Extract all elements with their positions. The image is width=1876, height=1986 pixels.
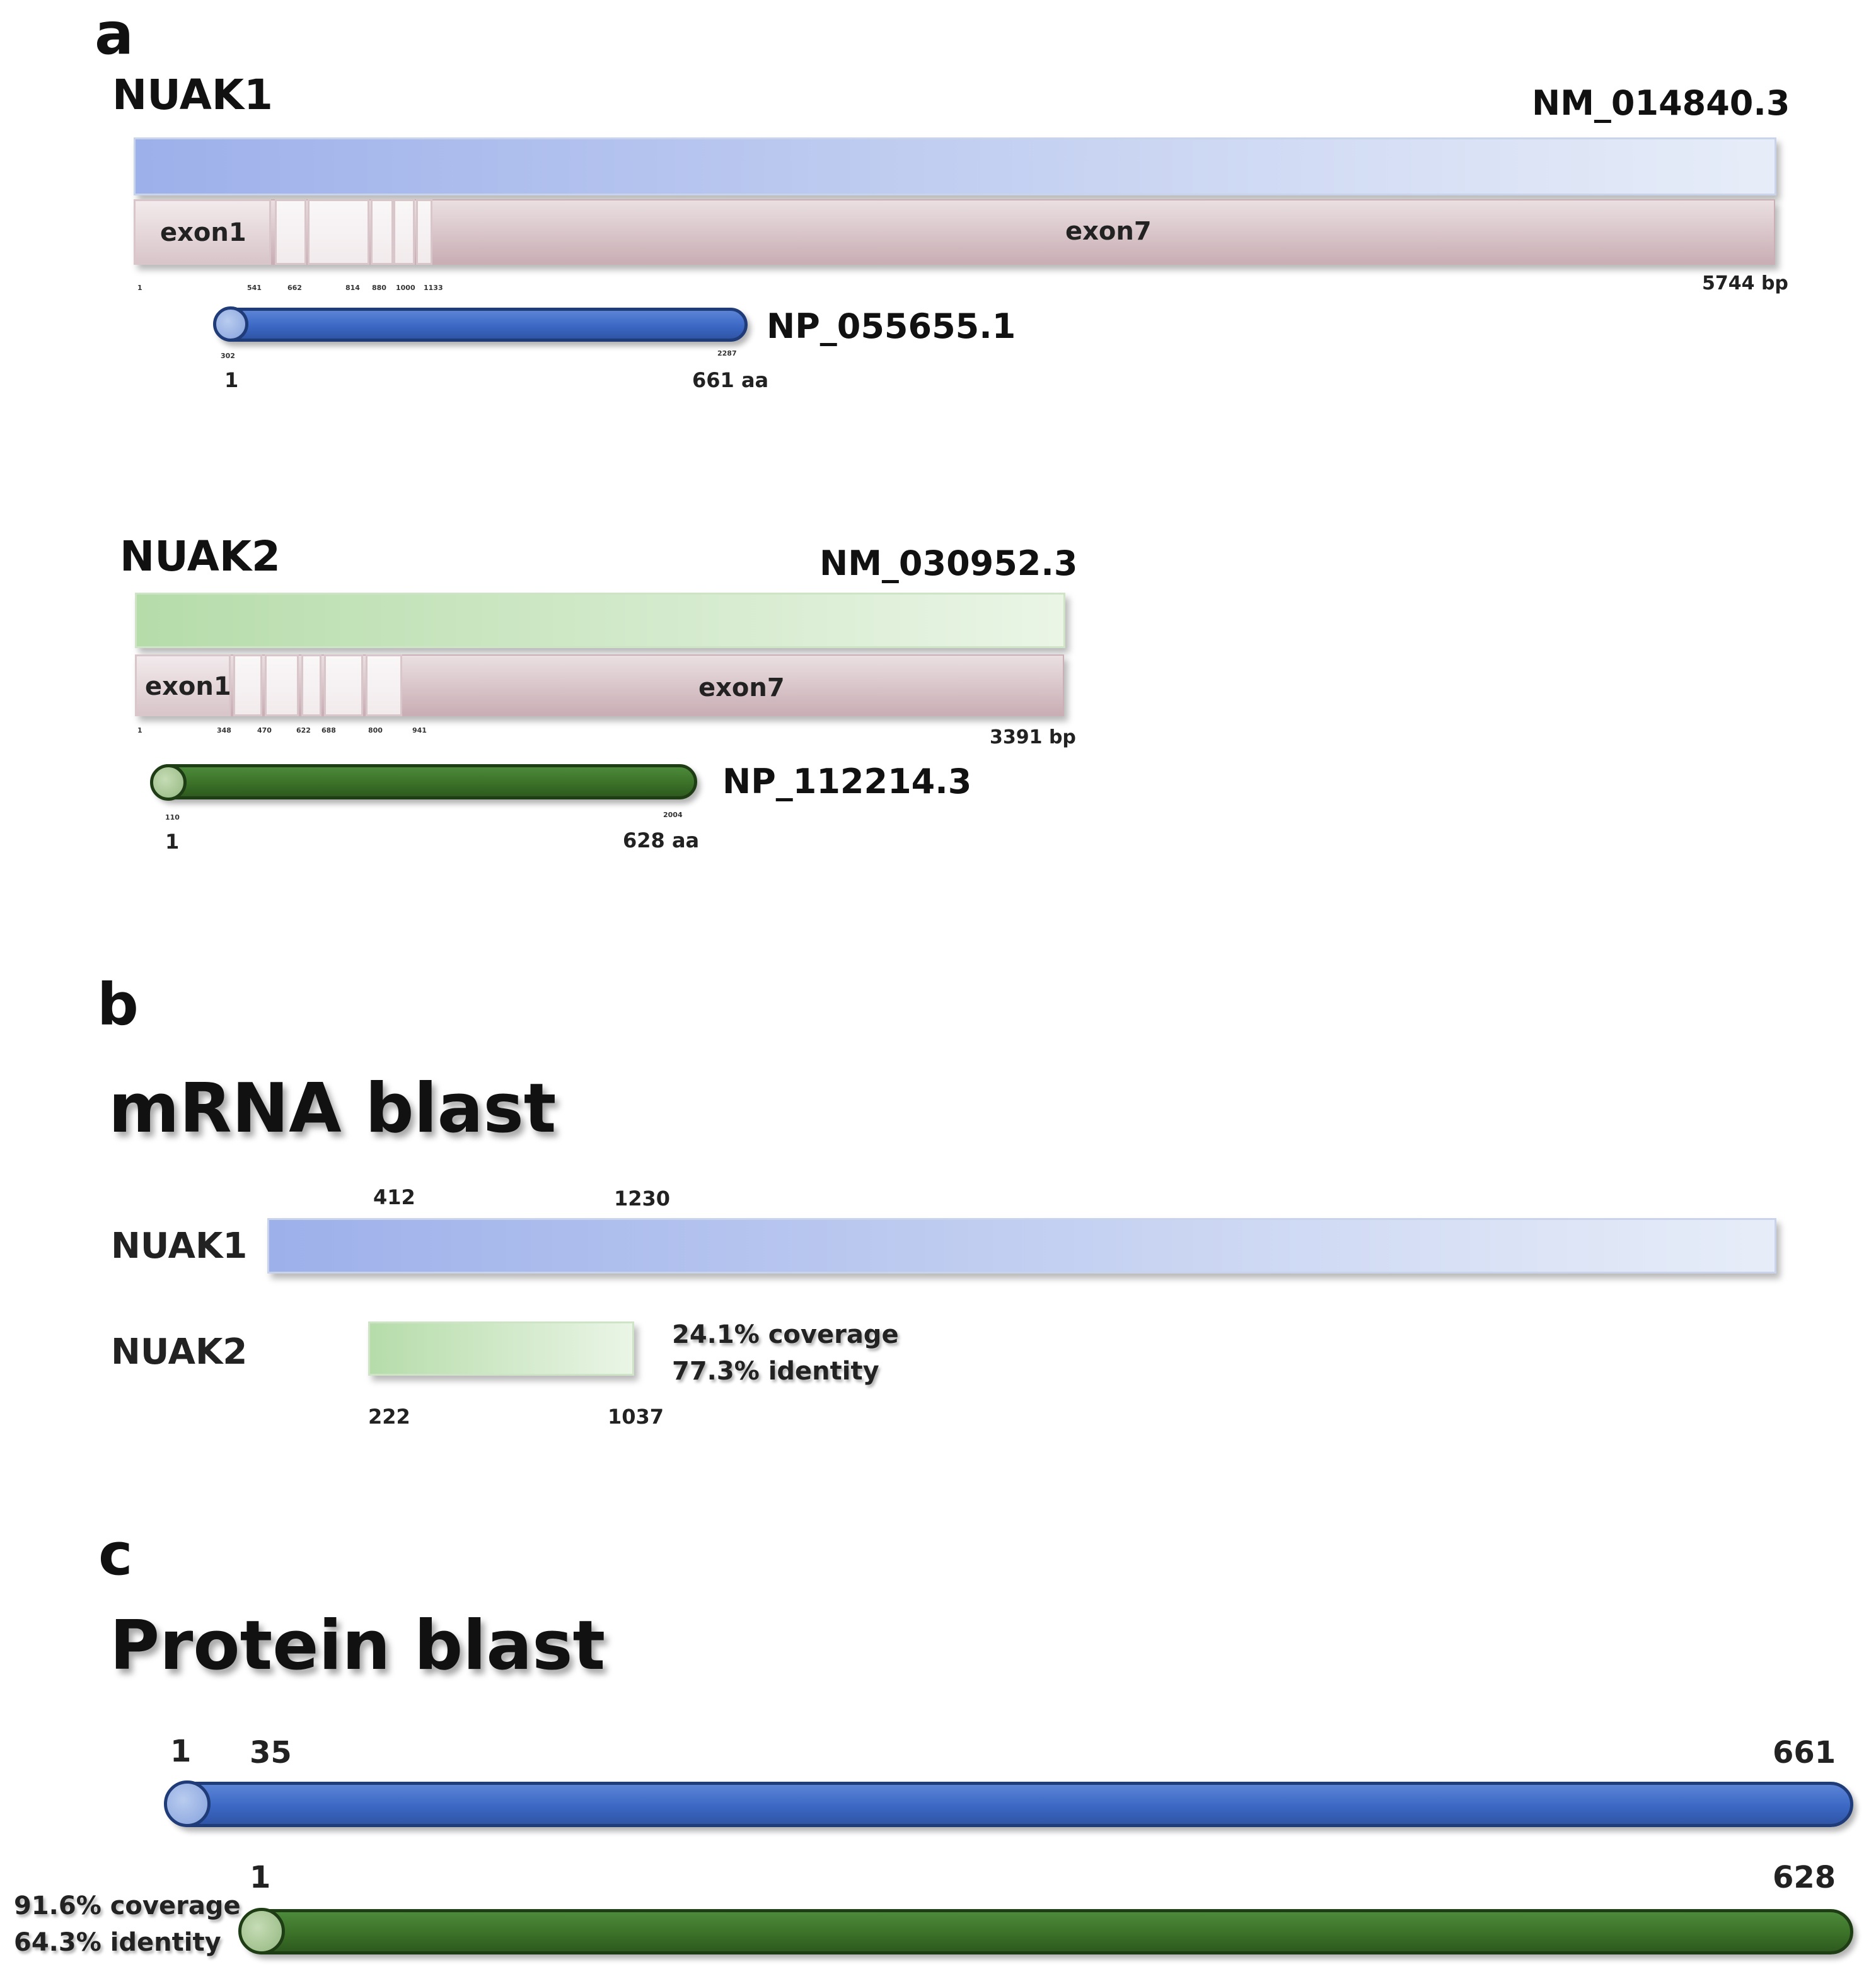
mrna-nuak2-bar	[368, 1321, 634, 1376]
nuak2-transcript-id: NM_030952.3	[819, 543, 1078, 583]
nuak2-exon-4	[301, 654, 321, 716]
protein-blast-nuak2-nterm	[238, 1908, 285, 1954]
protein-blast-nuak1-bar	[166, 1782, 1853, 1827]
protein-nuak2-start: 1	[250, 1860, 271, 1895]
nuak2-tick: 1	[137, 726, 142, 735]
nuak1-tick: 814	[345, 284, 360, 292]
nuak1-gene-label: NUAK1	[112, 71, 273, 119]
nuak1-protein-id: NP_055655.1	[767, 306, 1016, 346]
mrna-nuak2-end: 1037	[608, 1405, 664, 1429]
nuak1-exon-3	[308, 199, 369, 265]
nuak1-exon-1	[134, 199, 271, 265]
mrna-row-label-nuak1: NUAK1	[111, 1226, 248, 1267]
panel-label-a: a	[95, 0, 134, 67]
protein-blast-title: Protein blast	[110, 1606, 606, 1685]
nuak2-exon7-label: exon7	[698, 673, 785, 702]
nuak2-exon1-label: exon1	[145, 672, 231, 701]
nuak2-aa-start: 1	[165, 830, 180, 854]
nuak1-protein-bar	[214, 308, 748, 342]
nuak2-exon-1	[135, 654, 231, 716]
nuak2-exon-5	[324, 654, 363, 716]
nuak2-aa-end: 628 aa	[623, 828, 700, 852]
nuak1-exon7-label: exon7	[1065, 217, 1152, 246]
nuak2-tick: 622	[296, 726, 311, 735]
mrna-coverage: 24.1% coverage	[672, 1320, 899, 1349]
nuak1-exon-2	[275, 199, 306, 265]
nuak1-exon-6	[416, 199, 432, 265]
protein-nuak1-match-start: 35	[250, 1735, 292, 1770]
mrna-nuak2-start: 222	[368, 1405, 410, 1429]
nuak2-protein-nterm	[150, 764, 187, 801]
nuak1-tick: 662	[287, 284, 302, 292]
protein-blast-nuak2-bar	[241, 1909, 1853, 1954]
nuak1-cds-end: 2287	[717, 349, 737, 357]
panel-label-c: c	[98, 1521, 133, 1588]
nuak2-protein-id: NP_112214.3	[722, 762, 972, 801]
nuak1-transcript-id: NM_014840.3	[1532, 83, 1790, 123]
nuak2-tick: 800	[368, 726, 383, 735]
mrna-nuak1-end: 1230	[614, 1187, 671, 1211]
nuak1-tick: 1133	[424, 284, 443, 292]
nuak2-exon-3	[265, 654, 299, 716]
nuak1-exon-track	[134, 199, 1775, 265]
mrna-row-label-nuak2: NUAK2	[111, 1332, 248, 1373]
nuak1-cds-start: 302	[221, 352, 235, 360]
nuak1-length: 5744 bp	[1702, 272, 1788, 294]
nuak1-exon-5	[393, 199, 415, 265]
panel-label-b: b	[97, 971, 139, 1038]
protein-coverage: 91.6% coverage	[14, 1891, 241, 1920]
protein-blast-nuak1-nterm	[164, 1780, 211, 1827]
mrna-nuak1-bar	[267, 1218, 1776, 1274]
nuak2-gene-label: NUAK2	[120, 532, 281, 581]
nuak2-protein-bar	[151, 764, 697, 799]
nuak1-aa-end: 661 aa	[692, 368, 769, 392]
nuak2-tick: 688	[321, 726, 336, 735]
nuak2-mrna-bar	[135, 593, 1065, 648]
nuak1-aa-start: 1	[224, 368, 239, 392]
nuak1-exon1-label: exon1	[160, 218, 246, 247]
nuak1-tick: 1	[137, 284, 142, 292]
nuak1-tick: 1000	[396, 284, 415, 292]
nuak2-exon-6	[366, 654, 402, 716]
nuak2-length: 3391 bp	[990, 726, 1076, 748]
protein-nuak1-start: 1	[170, 1734, 192, 1769]
nuak1-protein-nterm	[213, 306, 248, 342]
nuak2-tick: 470	[257, 726, 272, 735]
protein-nuak2-end: 628	[1773, 1860, 1836, 1895]
protein-identity: 64.3% identity	[14, 1928, 221, 1957]
mrna-blast-title: mRNA blast	[108, 1069, 557, 1148]
nuak1-tick: 541	[247, 284, 262, 292]
nuak2-cds-end: 2004	[663, 811, 683, 819]
nuak2-exon-2	[233, 654, 262, 716]
mrna-identity: 77.3% identity	[672, 1357, 879, 1386]
nuak1-exon-4	[371, 199, 393, 265]
nuak1-mrna-bar	[134, 137, 1776, 195]
protein-nuak1-end: 661	[1773, 1735, 1836, 1770]
mrna-nuak1-start: 412	[373, 1185, 415, 1209]
nuak1-tick: 880	[372, 284, 386, 292]
nuak2-cds-start: 110	[165, 813, 180, 822]
nuak2-exon-track	[135, 654, 1064, 716]
nuak2-tick: 941	[412, 726, 427, 735]
nuak2-tick: 348	[217, 726, 231, 735]
